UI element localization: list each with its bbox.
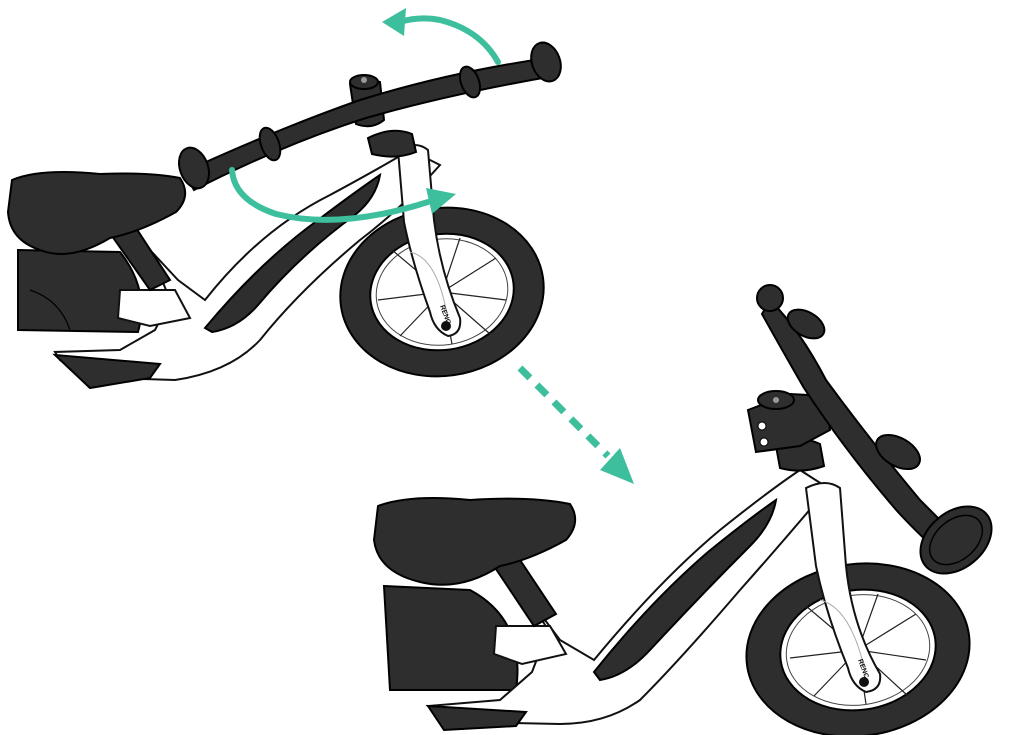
- bike-before: RENC: [8, 8, 566, 389]
- stem-bolt-icon: [760, 438, 768, 446]
- saddle-bottom: [374, 498, 575, 585]
- dashed-arrow-down-right-icon: [520, 368, 634, 484]
- stem-bolt-icon: [758, 422, 766, 430]
- saddle-top: [8, 172, 185, 254]
- arrow-head-top: [382, 8, 406, 36]
- curved-arrow-counterclockwise-icon: [400, 18, 498, 62]
- head-tube-top: [368, 131, 416, 157]
- seat-post-bottom: [494, 560, 556, 626]
